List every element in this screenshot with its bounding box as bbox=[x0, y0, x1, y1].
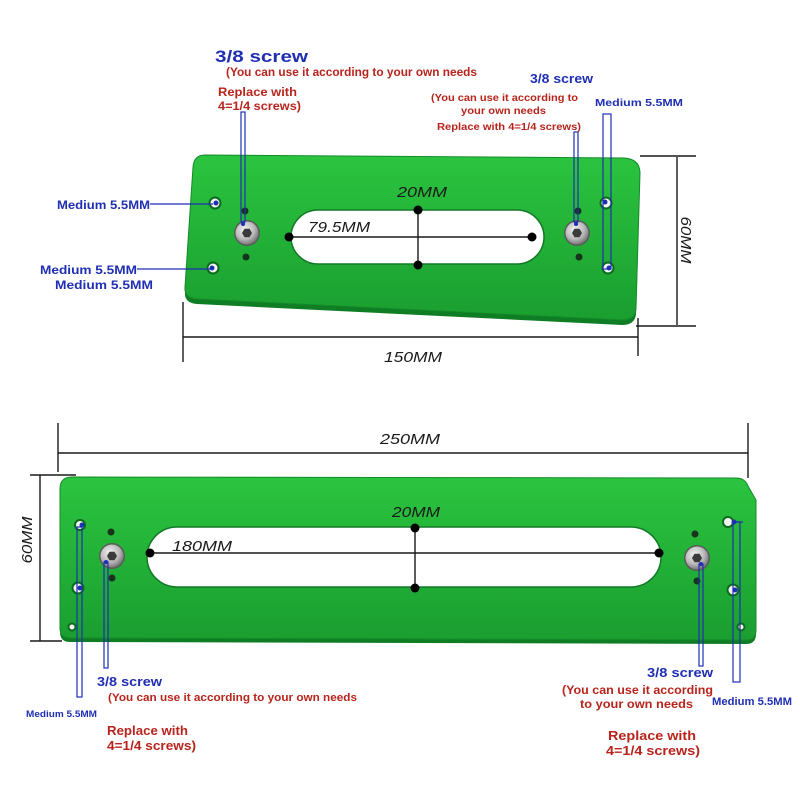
dimension-dot bbox=[410, 523, 420, 533]
hole-marker bbox=[213, 200, 219, 206]
bottom-right-screw-note: to your own needs bbox=[580, 697, 693, 711]
top-length-label: 150MM bbox=[384, 349, 443, 366]
top-right-hole-label: Medium 5.5MM bbox=[595, 97, 683, 109]
top-right-screw-icon bbox=[564, 220, 590, 246]
top-right-screw-title: 3/8 screw bbox=[530, 71, 594, 86]
top-slot-length-label: 79.5MM bbox=[308, 219, 371, 236]
bottom-hole-right-corner bbox=[736, 622, 746, 632]
dimension-dot bbox=[410, 583, 420, 593]
top-left-screw-icon bbox=[234, 220, 260, 246]
top-height-label: 60MM bbox=[677, 217, 694, 265]
screw-marker bbox=[104, 560, 108, 564]
bottom-slot-width-label: 20MM bbox=[391, 504, 441, 521]
top-right-screw-note: (You can use it according to bbox=[431, 92, 578, 104]
bottom-right-hole-label: Medium 5.5MM bbox=[712, 696, 792, 708]
bottom-small-hole bbox=[691, 530, 699, 538]
bottom-small-hole bbox=[108, 574, 116, 582]
screw-marker bbox=[574, 222, 578, 226]
dimension-dot bbox=[413, 260, 423, 270]
bottom-height-label: 60MM bbox=[19, 516, 36, 564]
hole-marker bbox=[732, 587, 738, 593]
dimension-dot bbox=[284, 232, 294, 242]
bottom-left-hole-lead bbox=[76, 526, 83, 698]
bottom-length-label: 250MM bbox=[379, 431, 441, 448]
dimension-dot bbox=[145, 548, 155, 558]
dimension-dot bbox=[654, 548, 664, 558]
hole-marker bbox=[602, 199, 608, 205]
hole-marker bbox=[77, 585, 83, 591]
top-small-hole bbox=[242, 253, 250, 261]
bottom-right-screw-title: 3/8 screw bbox=[647, 665, 714, 680]
dimension-dot bbox=[527, 232, 537, 242]
top-left-screw-note: (You can use it according to your own ne… bbox=[226, 67, 477, 79]
bottom-slot-length-label: 180MM bbox=[172, 538, 233, 555]
bottom-plate-slot bbox=[146, 526, 662, 588]
bottom-right-screw-note: 4=1/4 screws) bbox=[606, 743, 700, 758]
top-slot-width-label: 20MM bbox=[396, 184, 448, 201]
top-plate-group: 20MM 79.5MM 60MM 150MM 3/8 screw (You ca… bbox=[40, 47, 696, 366]
top-left-screw-note: Replace with bbox=[218, 85, 297, 99]
bottom-plate-group: 20MM 180MM 250MM 60MM 3/8 screw (You can… bbox=[19, 423, 792, 758]
screw-marker bbox=[699, 562, 703, 566]
top-right-screw-note: your own needs bbox=[461, 105, 546, 117]
bottom-left-screw-note: 4=1/4 screws) bbox=[107, 739, 196, 753]
bottom-right-screw-note: Replace with bbox=[608, 728, 696, 743]
bottom-hole-left-corner bbox=[67, 622, 77, 632]
top-left-screw-title: 3/8 screw bbox=[215, 47, 309, 66]
bottom-right-screw-icon bbox=[684, 545, 710, 571]
top-left-upper-hole-label: Medium 5.5MM bbox=[57, 200, 150, 212]
top-left-lower-hole-label: Medium 5.5MM bbox=[55, 280, 153, 292]
top-left-screw-note: 4=1/4 screws) bbox=[218, 99, 301, 113]
top-right-screw-note: Replace with 4=1/4 screws) bbox=[437, 121, 581, 133]
bottom-left-screw-icon bbox=[99, 543, 125, 569]
hole-marker bbox=[79, 522, 85, 528]
bottom-left-hole-label: Medium 5.5MM bbox=[26, 709, 97, 720]
bottom-right-screw-note: (You can use it according bbox=[562, 683, 713, 697]
bottom-left-screw-note: (You can use it according to your own ne… bbox=[108, 692, 357, 704]
top-small-hole bbox=[575, 253, 583, 261]
hole-marker bbox=[606, 265, 612, 271]
hole-marker bbox=[209, 265, 215, 271]
top-left-lower-hole-label: Medium 5.5MM bbox=[40, 265, 137, 277]
screw-marker bbox=[241, 222, 245, 226]
bottom-left-screw-note: Replace with bbox=[107, 724, 188, 738]
bottom-small-hole bbox=[107, 528, 115, 536]
hole-marker bbox=[731, 519, 737, 525]
bottom-left-screw-title: 3/8 screw bbox=[97, 674, 163, 689]
dimension-dot bbox=[413, 205, 423, 215]
